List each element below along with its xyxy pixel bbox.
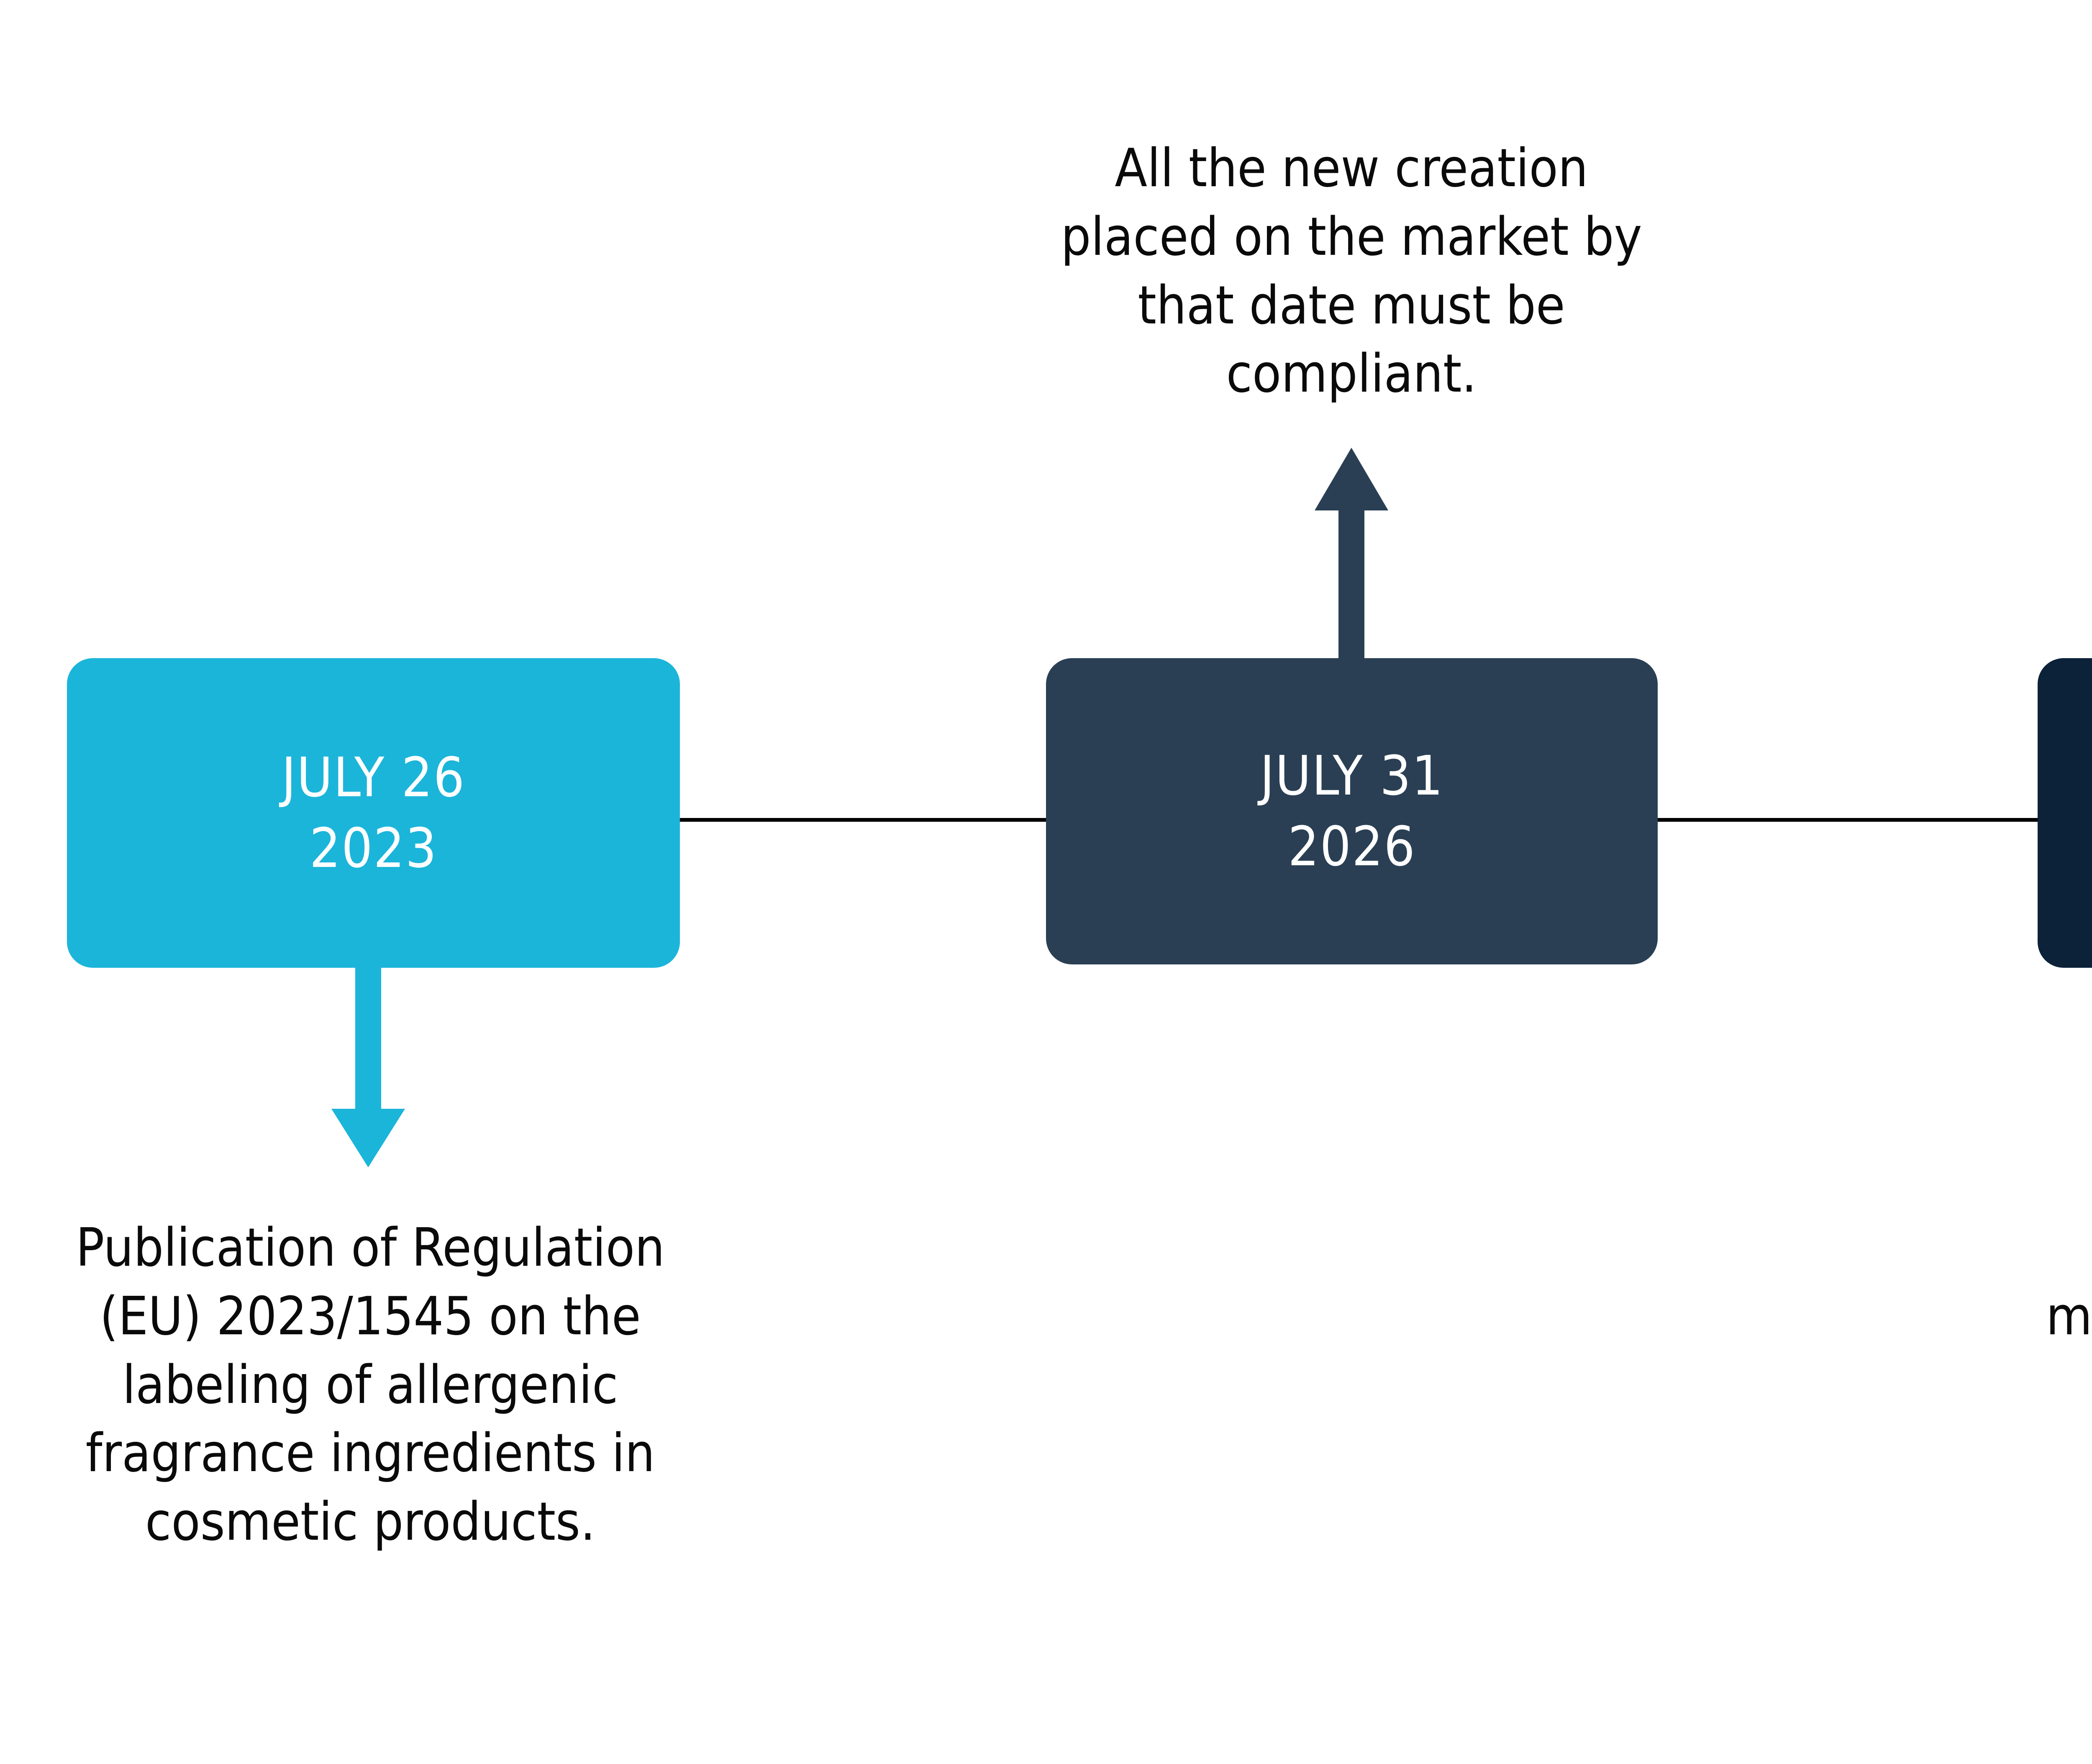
up-arrow-icon-2026 xyxy=(1314,448,1389,665)
arrow-shaft xyxy=(1338,510,1364,665)
arrow-shaft xyxy=(355,962,381,1110)
caption-2023: Publication of Regulation (EU) 2023/1545… xyxy=(76,1217,665,1553)
milestone-box-2026[interactable]: JULY 31 2026 xyxy=(1046,658,1658,964)
connector-line-2026-to-2028 xyxy=(1648,818,2046,822)
milestone-year-2026: 2026 xyxy=(1288,815,1416,878)
down-arrow-icon-2023 xyxy=(331,962,406,1167)
caption-2026: All the new creation placed on the marke… xyxy=(1061,137,1642,405)
milestone-year-2023: 2023 xyxy=(309,816,438,880)
arrow-head xyxy=(331,1109,405,1167)
milestone-box-2028[interactable]: JULY 31 2028 xyxy=(2038,658,2092,968)
milestone-date-2023: JULY 26 xyxy=(281,746,466,809)
connector-line-2023-to-2026 xyxy=(669,818,1059,822)
milestone-date-2026: JULY 31 xyxy=(1260,744,1444,808)
milestone-box-2023[interactable]: JULY 26 2023 xyxy=(67,658,680,968)
arrow-head xyxy=(1315,448,1388,510)
caption-2028: Withdrawal from the market of non-compli… xyxy=(2046,1285,2092,1347)
